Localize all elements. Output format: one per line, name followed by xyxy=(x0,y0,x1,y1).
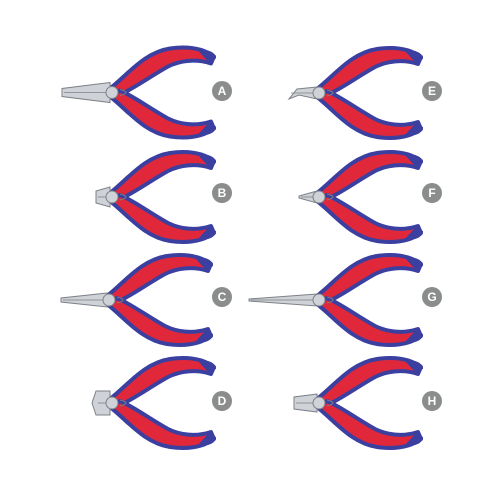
lower-handle-cap xyxy=(405,228,423,240)
spring xyxy=(326,296,334,304)
upper-handle-grip xyxy=(108,45,216,97)
upper-handle-grip xyxy=(315,46,423,97)
pliers-e xyxy=(285,46,425,140)
pliers-h-illustration xyxy=(293,356,423,450)
spring xyxy=(326,399,334,407)
lower-handle-cap xyxy=(405,124,423,136)
pliers-b xyxy=(92,150,218,244)
pliers-g-illustration xyxy=(248,253,423,347)
badge-c: C xyxy=(212,287,232,307)
pivot-joint xyxy=(105,190,119,204)
pivot-joint xyxy=(312,86,326,100)
pivot-joint xyxy=(312,396,326,410)
upper-handle-cap xyxy=(405,50,423,62)
badge-b: B xyxy=(212,183,232,203)
spring xyxy=(326,89,334,97)
upper-handle-grip xyxy=(105,253,213,304)
pliers-c xyxy=(55,253,215,347)
lower-handle-cap xyxy=(198,228,216,240)
pliers-d-illustration xyxy=(91,356,216,450)
lower-handle-cap xyxy=(405,331,423,343)
badge-e: E xyxy=(422,81,442,101)
upper-handle-grip xyxy=(315,356,423,407)
pivot-joint xyxy=(105,396,119,410)
pliers-g xyxy=(245,253,425,347)
spring xyxy=(116,296,124,304)
spring xyxy=(119,193,127,201)
lower-handle-grip xyxy=(105,296,213,347)
upper-handle-cap xyxy=(198,360,216,372)
upper-handle-cap xyxy=(198,154,216,166)
upper-handle-grip xyxy=(108,150,216,201)
badge-g: G xyxy=(422,287,442,307)
pliers-e-illustration xyxy=(287,46,423,140)
upper-handle-grip xyxy=(315,253,423,304)
badge-d: D xyxy=(212,391,232,411)
lower-handle-cap xyxy=(198,123,216,136)
upper-handle-cap xyxy=(195,257,213,269)
pliers-a-illustration xyxy=(61,45,216,140)
lower-handle-cap xyxy=(195,331,213,343)
badge-a: A xyxy=(212,81,232,101)
lower-handle-cap xyxy=(405,434,423,446)
pliers-h xyxy=(290,356,425,450)
lower-handle-grip xyxy=(315,399,423,450)
lower-handle-grip xyxy=(108,399,216,450)
pliers-a xyxy=(58,45,218,140)
lower-handle-grip xyxy=(315,296,423,347)
pliers-b-illustration xyxy=(95,150,216,244)
spring xyxy=(119,89,127,96)
pivot-joint xyxy=(312,190,326,204)
pivot-joint xyxy=(312,293,326,307)
upper-handle-grip xyxy=(108,356,216,407)
badge-h: H xyxy=(422,391,442,411)
lower-handle-grip xyxy=(108,193,216,244)
upper-handle-cap xyxy=(405,360,423,372)
badge-f: F xyxy=(422,183,442,203)
upper-handle-cap xyxy=(405,257,423,269)
pivot-joint xyxy=(102,293,116,307)
lower-handle-grip xyxy=(108,88,216,140)
spring xyxy=(119,399,127,407)
lower-handle-grip xyxy=(315,193,423,244)
pliers-c-illustration xyxy=(60,253,213,347)
pliers-f-illustration xyxy=(298,150,423,244)
upper-handle-grip xyxy=(315,150,423,201)
pivot-joint xyxy=(105,86,119,99)
upper-handle-cap xyxy=(198,49,216,62)
spring xyxy=(326,193,334,201)
upper-handle-cap xyxy=(405,154,423,166)
pliers-d xyxy=(88,356,218,450)
lower-handle-cap xyxy=(198,434,216,446)
pliers-f xyxy=(295,150,425,244)
lower-handle-grip xyxy=(315,89,423,140)
